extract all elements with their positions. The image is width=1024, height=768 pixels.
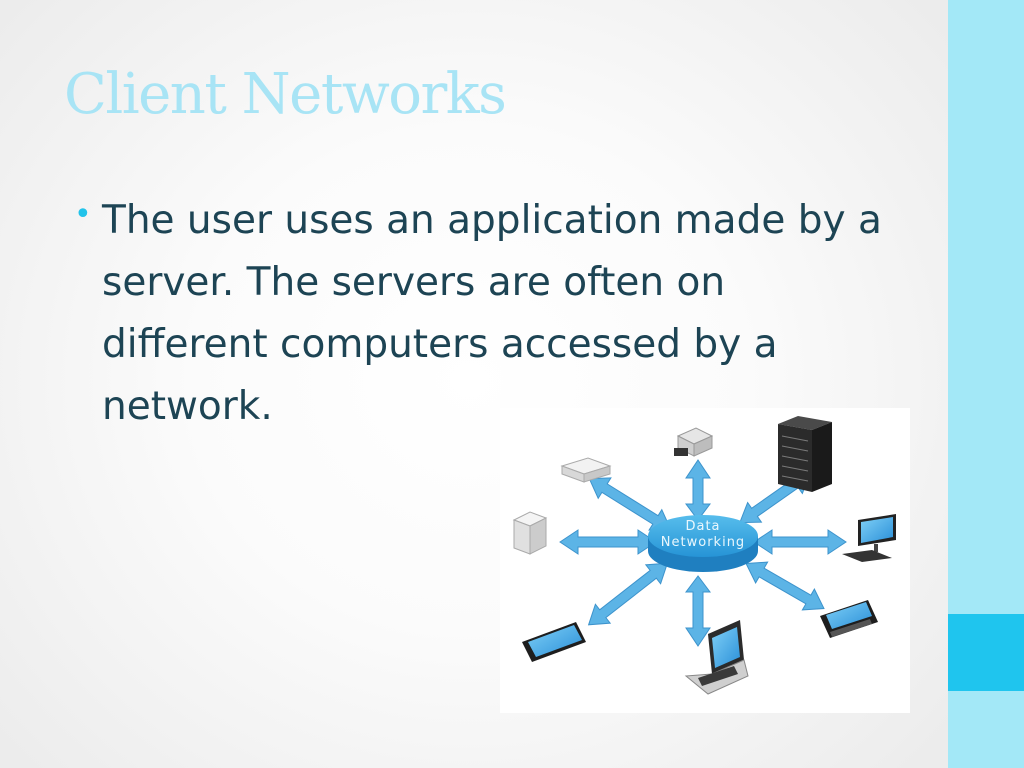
printer-icon bbox=[674, 427, 714, 457]
data-networking-hub: Data Networking bbox=[648, 515, 758, 572]
arrow-lower-right bbox=[745, 561, 825, 611]
hub-label-line1: Data bbox=[685, 519, 720, 534]
external-drive-icon bbox=[512, 511, 548, 555]
laptop-icon bbox=[684, 620, 749, 695]
slide-title: Client Networks bbox=[64, 62, 507, 127]
bullet-dot-icon: • bbox=[74, 197, 92, 232]
arrow-right bbox=[753, 529, 847, 555]
arrow-left bbox=[559, 529, 657, 555]
bullet-list: • The user uses an application made by a… bbox=[74, 190, 894, 438]
arrow-lower-left bbox=[587, 562, 669, 626]
arrow-down bbox=[685, 575, 711, 647]
server-rack-icon bbox=[778, 416, 832, 492]
bullet-text: The user uses an application made by a s… bbox=[102, 198, 882, 429]
side-accent-block bbox=[948, 614, 1024, 691]
desktop-computer-icon bbox=[842, 514, 896, 562]
smartphone-icon bbox=[522, 622, 586, 662]
data-networking-illustration: Data Networking bbox=[500, 408, 910, 713]
arrow-up bbox=[685, 459, 711, 521]
hub-label-line2: Networking bbox=[661, 535, 745, 550]
bullet-item: • The user uses an application made by a… bbox=[74, 190, 894, 438]
router-icon bbox=[560, 457, 612, 483]
tablet-phone-icon bbox=[820, 600, 878, 638]
network-diagram: Data Networking bbox=[512, 416, 896, 695]
